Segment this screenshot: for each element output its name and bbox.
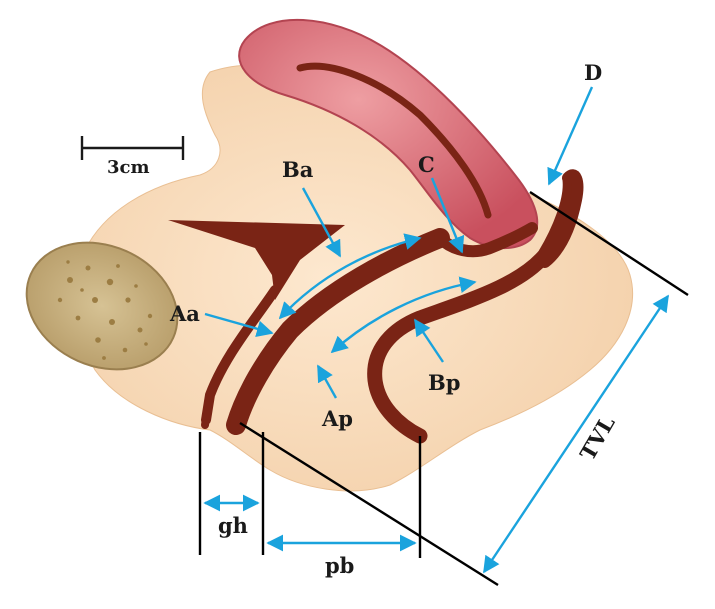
label-C: C bbox=[418, 152, 435, 177]
label-D: D bbox=[584, 60, 602, 85]
label-Bp: Bp bbox=[428, 370, 460, 395]
label-pb: pb bbox=[325, 553, 354, 578]
scale-bar-label: 3cm bbox=[107, 157, 150, 178]
label-Ba: Ba bbox=[282, 157, 314, 182]
label-TVL: TVL bbox=[575, 411, 620, 464]
label-Aa: Aa bbox=[169, 301, 200, 326]
label-Ap: Ap bbox=[321, 406, 353, 431]
label-gh: gh bbox=[218, 513, 248, 538]
